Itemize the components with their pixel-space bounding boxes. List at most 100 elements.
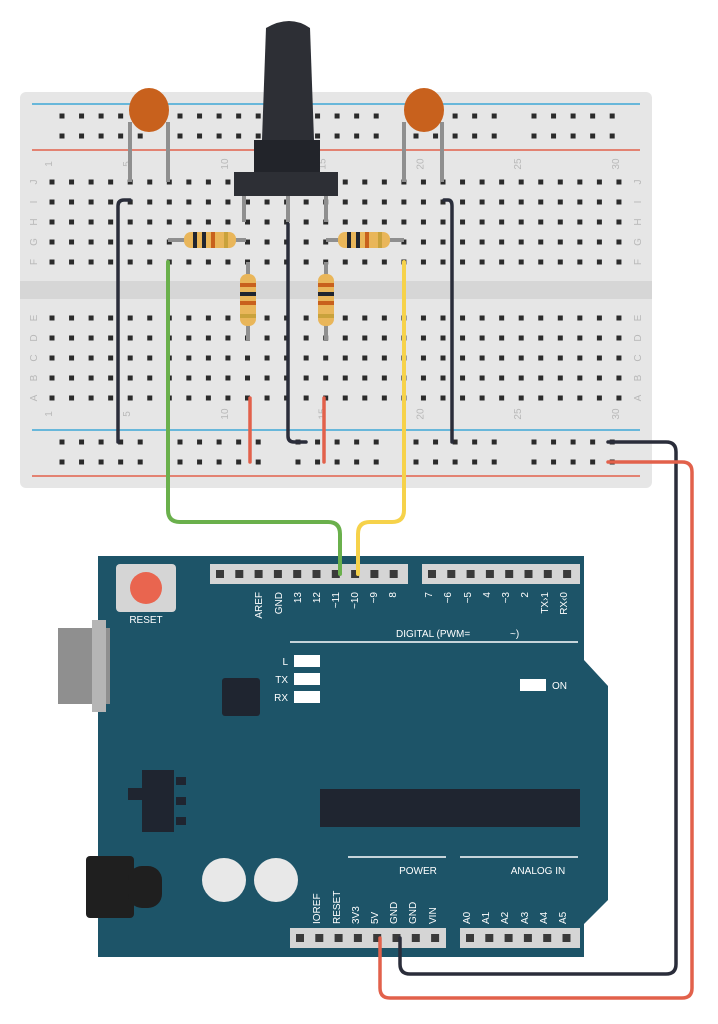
breadboard-hole[interactable]	[49, 219, 55, 225]
breadboard-hole[interactable]	[420, 375, 426, 381]
breadboard-hole[interactable]	[108, 315, 114, 321]
breadboard-hole[interactable]	[577, 315, 583, 321]
breadboard-hole[interactable]	[440, 199, 446, 205]
breadboard-hole[interactable]	[342, 199, 348, 205]
rail-hole[interactable]	[373, 133, 379, 139]
breadboard-hole[interactable]	[186, 219, 192, 225]
breadboard-hole[interactable]	[381, 259, 387, 265]
rail-hole[interactable]	[609, 133, 615, 139]
breadboard-hole[interactable]	[49, 375, 55, 381]
breadboard-hole[interactable]	[460, 375, 466, 381]
breadboard-hole[interactable]	[440, 259, 446, 265]
rail-hole[interactable]	[236, 459, 242, 465]
breadboard-hole[interactable]	[205, 335, 211, 341]
breadboard-hole[interactable]	[362, 199, 368, 205]
breadboard-hole[interactable]	[440, 219, 446, 225]
rail-hole[interactable]	[79, 459, 85, 465]
breadboard-hole[interactable]	[401, 199, 407, 205]
rail-hole[interactable]	[98, 113, 104, 119]
breadboard-hole[interactable]	[108, 375, 114, 381]
breadboard-hole[interactable]	[538, 239, 544, 245]
breadboard-hole[interactable]	[596, 179, 602, 185]
breadboard-hole[interactable]	[616, 355, 622, 361]
breadboard-hole[interactable]	[225, 199, 231, 205]
breadboard-hole[interactable]	[440, 375, 446, 381]
breadboard-hole[interactable]	[186, 355, 192, 361]
rail-hole[interactable]	[79, 133, 85, 139]
breadboard-hole[interactable]	[69, 239, 75, 245]
breadboard-hole[interactable]	[420, 335, 426, 341]
breadboard-hole[interactable]	[323, 375, 329, 381]
rail-hole[interactable]	[334, 459, 340, 465]
rail-hole[interactable]	[472, 439, 478, 445]
breadboard-hole[interactable]	[49, 355, 55, 361]
rail-hole[interactable]	[98, 459, 104, 465]
breadboard-hole[interactable]	[225, 355, 231, 361]
breadboard-hole[interactable]	[127, 239, 133, 245]
rail-hole[interactable]	[216, 439, 222, 445]
breadboard-hole[interactable]	[518, 179, 524, 185]
breadboard-hole[interactable]	[342, 315, 348, 321]
header-pin[interactable]	[505, 570, 514, 578]
breadboard-hole[interactable]	[362, 355, 368, 361]
breadboard-hole[interactable]	[108, 239, 114, 245]
rail-hole[interactable]	[570, 439, 576, 445]
rail-hole[interactable]	[315, 459, 321, 465]
rail-hole[interactable]	[531, 133, 537, 139]
breadboard-hole[interactable]	[264, 199, 270, 205]
rail-hole[interactable]	[551, 133, 557, 139]
rail-hole[interactable]	[137, 133, 143, 139]
rail-hole[interactable]	[531, 113, 537, 119]
breadboard-hole[interactable]	[460, 179, 466, 185]
breadboard-hole[interactable]	[88, 395, 94, 401]
rail-hole[interactable]	[413, 133, 419, 139]
breadboard-hole[interactable]	[303, 219, 309, 225]
breadboard-hole[interactable]	[108, 199, 114, 205]
breadboard-hole[interactable]	[147, 375, 153, 381]
rail-hole[interactable]	[236, 439, 242, 445]
rail-hole[interactable]	[295, 459, 301, 465]
breadboard-hole[interactable]	[186, 199, 192, 205]
breadboard-hole[interactable]	[225, 315, 231, 321]
breadboard-hole[interactable]	[342, 375, 348, 381]
rail-hole[interactable]	[255, 133, 261, 139]
breadboard-hole[interactable]	[166, 219, 172, 225]
rail-hole[interactable]	[551, 459, 557, 465]
rail-hole[interactable]	[216, 459, 222, 465]
rail-hole[interactable]	[551, 439, 557, 445]
breadboard-hole[interactable]	[108, 335, 114, 341]
header-pin[interactable]	[466, 570, 475, 578]
rail-hole[interactable]	[354, 113, 360, 119]
rail-hole[interactable]	[472, 133, 478, 139]
header-pin[interactable]	[431, 934, 440, 942]
header-pin[interactable]	[562, 934, 571, 942]
breadboard-hole[interactable]	[205, 219, 211, 225]
breadboard-hole[interactable]	[479, 355, 485, 361]
breadboard-hole[interactable]	[381, 199, 387, 205]
header-pin[interactable]	[293, 570, 302, 578]
breadboard-hole[interactable]	[577, 335, 583, 341]
rail-hole[interactable]	[197, 113, 203, 119]
breadboard-hole[interactable]	[69, 315, 75, 321]
breadboard-hole[interactable]	[205, 259, 211, 265]
header-pin[interactable]	[389, 570, 398, 578]
header-pin[interactable]	[315, 934, 324, 942]
header-pin[interactable]	[504, 934, 513, 942]
breadboard-hole[interactable]	[499, 315, 505, 321]
breadboard-hole[interactable]	[88, 355, 94, 361]
rail-hole[interactable]	[177, 113, 183, 119]
breadboard-hole[interactable]	[49, 239, 55, 245]
breadboard-hole[interactable]	[264, 315, 270, 321]
breadboard-hole[interactable]	[381, 335, 387, 341]
breadboard-hole[interactable]	[538, 259, 544, 265]
breadboard-hole[interactable]	[577, 239, 583, 245]
breadboard-hole[interactable]	[460, 239, 466, 245]
breadboard-hole[interactable]	[362, 315, 368, 321]
breadboard-hole[interactable]	[264, 395, 270, 401]
wire-red-5v[interactable]	[378, 460, 694, 1000]
rail-hole[interactable]	[177, 439, 183, 445]
rail-hole[interactable]	[79, 113, 85, 119]
breadboard-hole[interactable]	[69, 335, 75, 341]
rail-hole[interactable]	[373, 439, 379, 445]
breadboard-hole[interactable]	[557, 199, 563, 205]
